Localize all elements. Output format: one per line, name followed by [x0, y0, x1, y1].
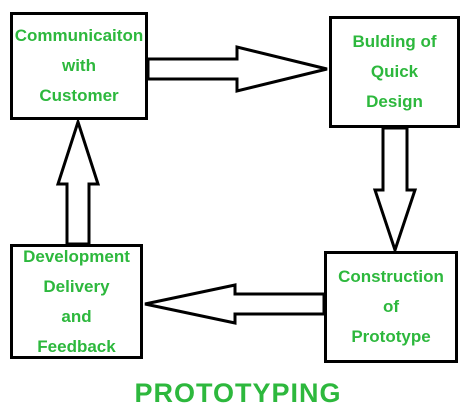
- arrow-construction-to-development: [144, 283, 326, 325]
- diagram-title: PROTOTYPING: [134, 378, 342, 408]
- arrow-communication-to-quick-design: [146, 45, 328, 93]
- step-communication-label: Communicaiton with Customer: [14, 26, 144, 105]
- arrow-quick-design-to-construction: [372, 126, 418, 255]
- step-quick-design-label: Bulding of Quick Design: [352, 32, 437, 111]
- step-development-label: Development Delivery and Feedback: [23, 246, 130, 356]
- step-construction-box: Construction of Prototype: [324, 251, 458, 363]
- step-quick-design-box: Bulding of Quick Design: [329, 16, 460, 128]
- step-construction-label: Construction of Prototype: [338, 267, 444, 346]
- step-communication-box: Communicaiton with Customer: [10, 12, 148, 120]
- step-development-box: Development Delivery and Feedback: [10, 244, 143, 359]
- arrow-development-to-communication: [55, 117, 101, 246]
